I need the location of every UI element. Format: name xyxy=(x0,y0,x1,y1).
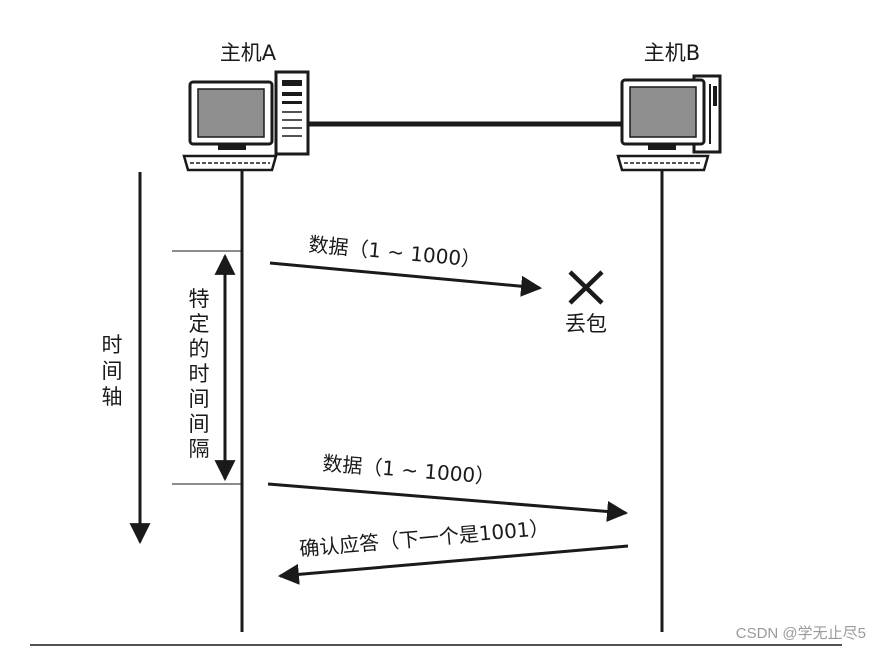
time-axis-char: 时 xyxy=(102,333,123,357)
interval-char: 间 xyxy=(189,412,210,436)
interval-label: 特 定 的 时 间 间 隔 xyxy=(189,287,210,461)
interval-char: 定 xyxy=(189,312,210,336)
watermark: CSDN @学无止尽5 xyxy=(736,625,866,642)
interval-char: 的 xyxy=(189,337,210,361)
packet-loss-x-icon xyxy=(570,272,602,303)
time-axis-label: 时 间 轴 xyxy=(102,333,123,409)
host-a-label: 主机A xyxy=(220,41,277,65)
interval-char: 特 xyxy=(189,287,210,311)
host-b-computer-icon xyxy=(618,76,720,170)
second-data-label: 数据（1 ~ 1000） xyxy=(322,451,496,489)
first-data-arrow xyxy=(270,263,540,288)
ack-label: 确认应答（下一个是1001） xyxy=(298,516,550,561)
host-b-label: 主机B xyxy=(644,41,700,65)
interval-char: 间 xyxy=(189,387,210,411)
first-data-label: 数据（1 ~ 1000） xyxy=(308,232,483,272)
interval-char: 时 xyxy=(189,362,210,386)
host-a-computer-icon xyxy=(184,72,308,170)
interval-char: 隔 xyxy=(189,437,210,461)
time-axis-char: 轴 xyxy=(102,385,123,409)
time-axis-char: 间 xyxy=(102,359,123,383)
packet-loss-label: 丢包 xyxy=(565,312,607,336)
second-data-arrow xyxy=(268,484,626,513)
